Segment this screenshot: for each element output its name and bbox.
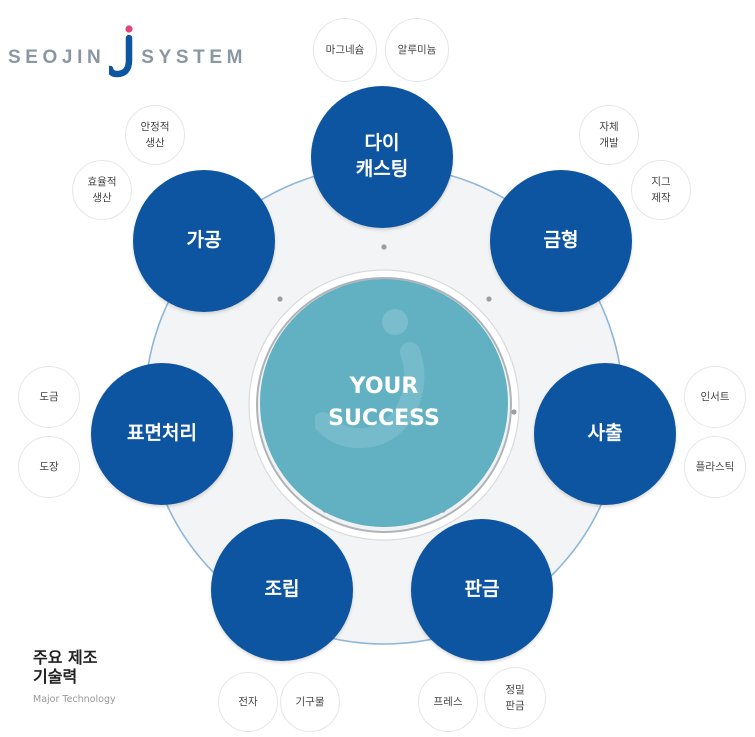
diagram-caption: 주요 제조 기술력 Major Technology [33,648,116,705]
sub-instrument: 기구물 [280,672,340,732]
sub-plating: 도금 [18,366,80,428]
company-logo: SEOJIN SYSTEM [8,25,248,78]
ring-dot [511,409,517,415]
ring-dot [381,244,387,250]
sub-press: 프레스 [418,672,478,732]
node-diecasting-line2: 캐스팅 [355,158,409,180]
caption-title: 주요 제조 기술력 [33,648,98,687]
node-mold-label: 금형 [543,229,579,252]
ring-dot [277,296,283,302]
logo-text-right: SYSTEM [141,47,248,68]
node-injection: 사출 [534,363,676,505]
node-diecasting-line1: 다이 [364,132,400,155]
sub-stable-production: 안정적 생산 [125,105,185,165]
node-surface-label: 표면처리 [127,422,197,445]
node-mold: 금형 [490,170,632,312]
sub-electronic: 전자 [218,672,278,732]
logo-mark-icon [109,25,137,84]
sub-efficient-production: 효율적 생산 [72,160,132,220]
node-assembly: 조립 [211,519,353,661]
sub-plastic: 플라스틱 [684,436,746,498]
sub-painting: 도장 [18,436,80,498]
sub-magnesium: 마그네슘 [313,18,377,82]
node-machining: 가공 [133,170,275,312]
center-line-1: YOUR [349,374,419,400]
logo-text-left: SEOJIN [8,47,106,68]
sub-self-development: 자체 개발 [579,105,639,165]
caption-subtitle: Major Technology [33,694,116,706]
node-injection-label: 사출 [587,422,623,445]
center-watermark-icon [315,309,425,449]
center-line-2: SUCCESS [328,406,440,431]
node-surface-treatment: 표면처리 [91,363,233,505]
node-machining-label: 가공 [186,229,222,252]
sub-precision-sheetmetal: 정밀 판금 [484,667,546,729]
node-sheetmetal-label: 판금 [464,578,500,601]
node-assembly-label: 조립 [264,578,300,601]
sub-insert: 인서트 [684,366,746,428]
sub-aluminum: 알루미늄 [385,18,449,82]
ring-dot [486,296,492,302]
node-sheetmetal: 판금 [411,519,553,661]
sub-jig-production: 지그 제작 [631,160,691,220]
